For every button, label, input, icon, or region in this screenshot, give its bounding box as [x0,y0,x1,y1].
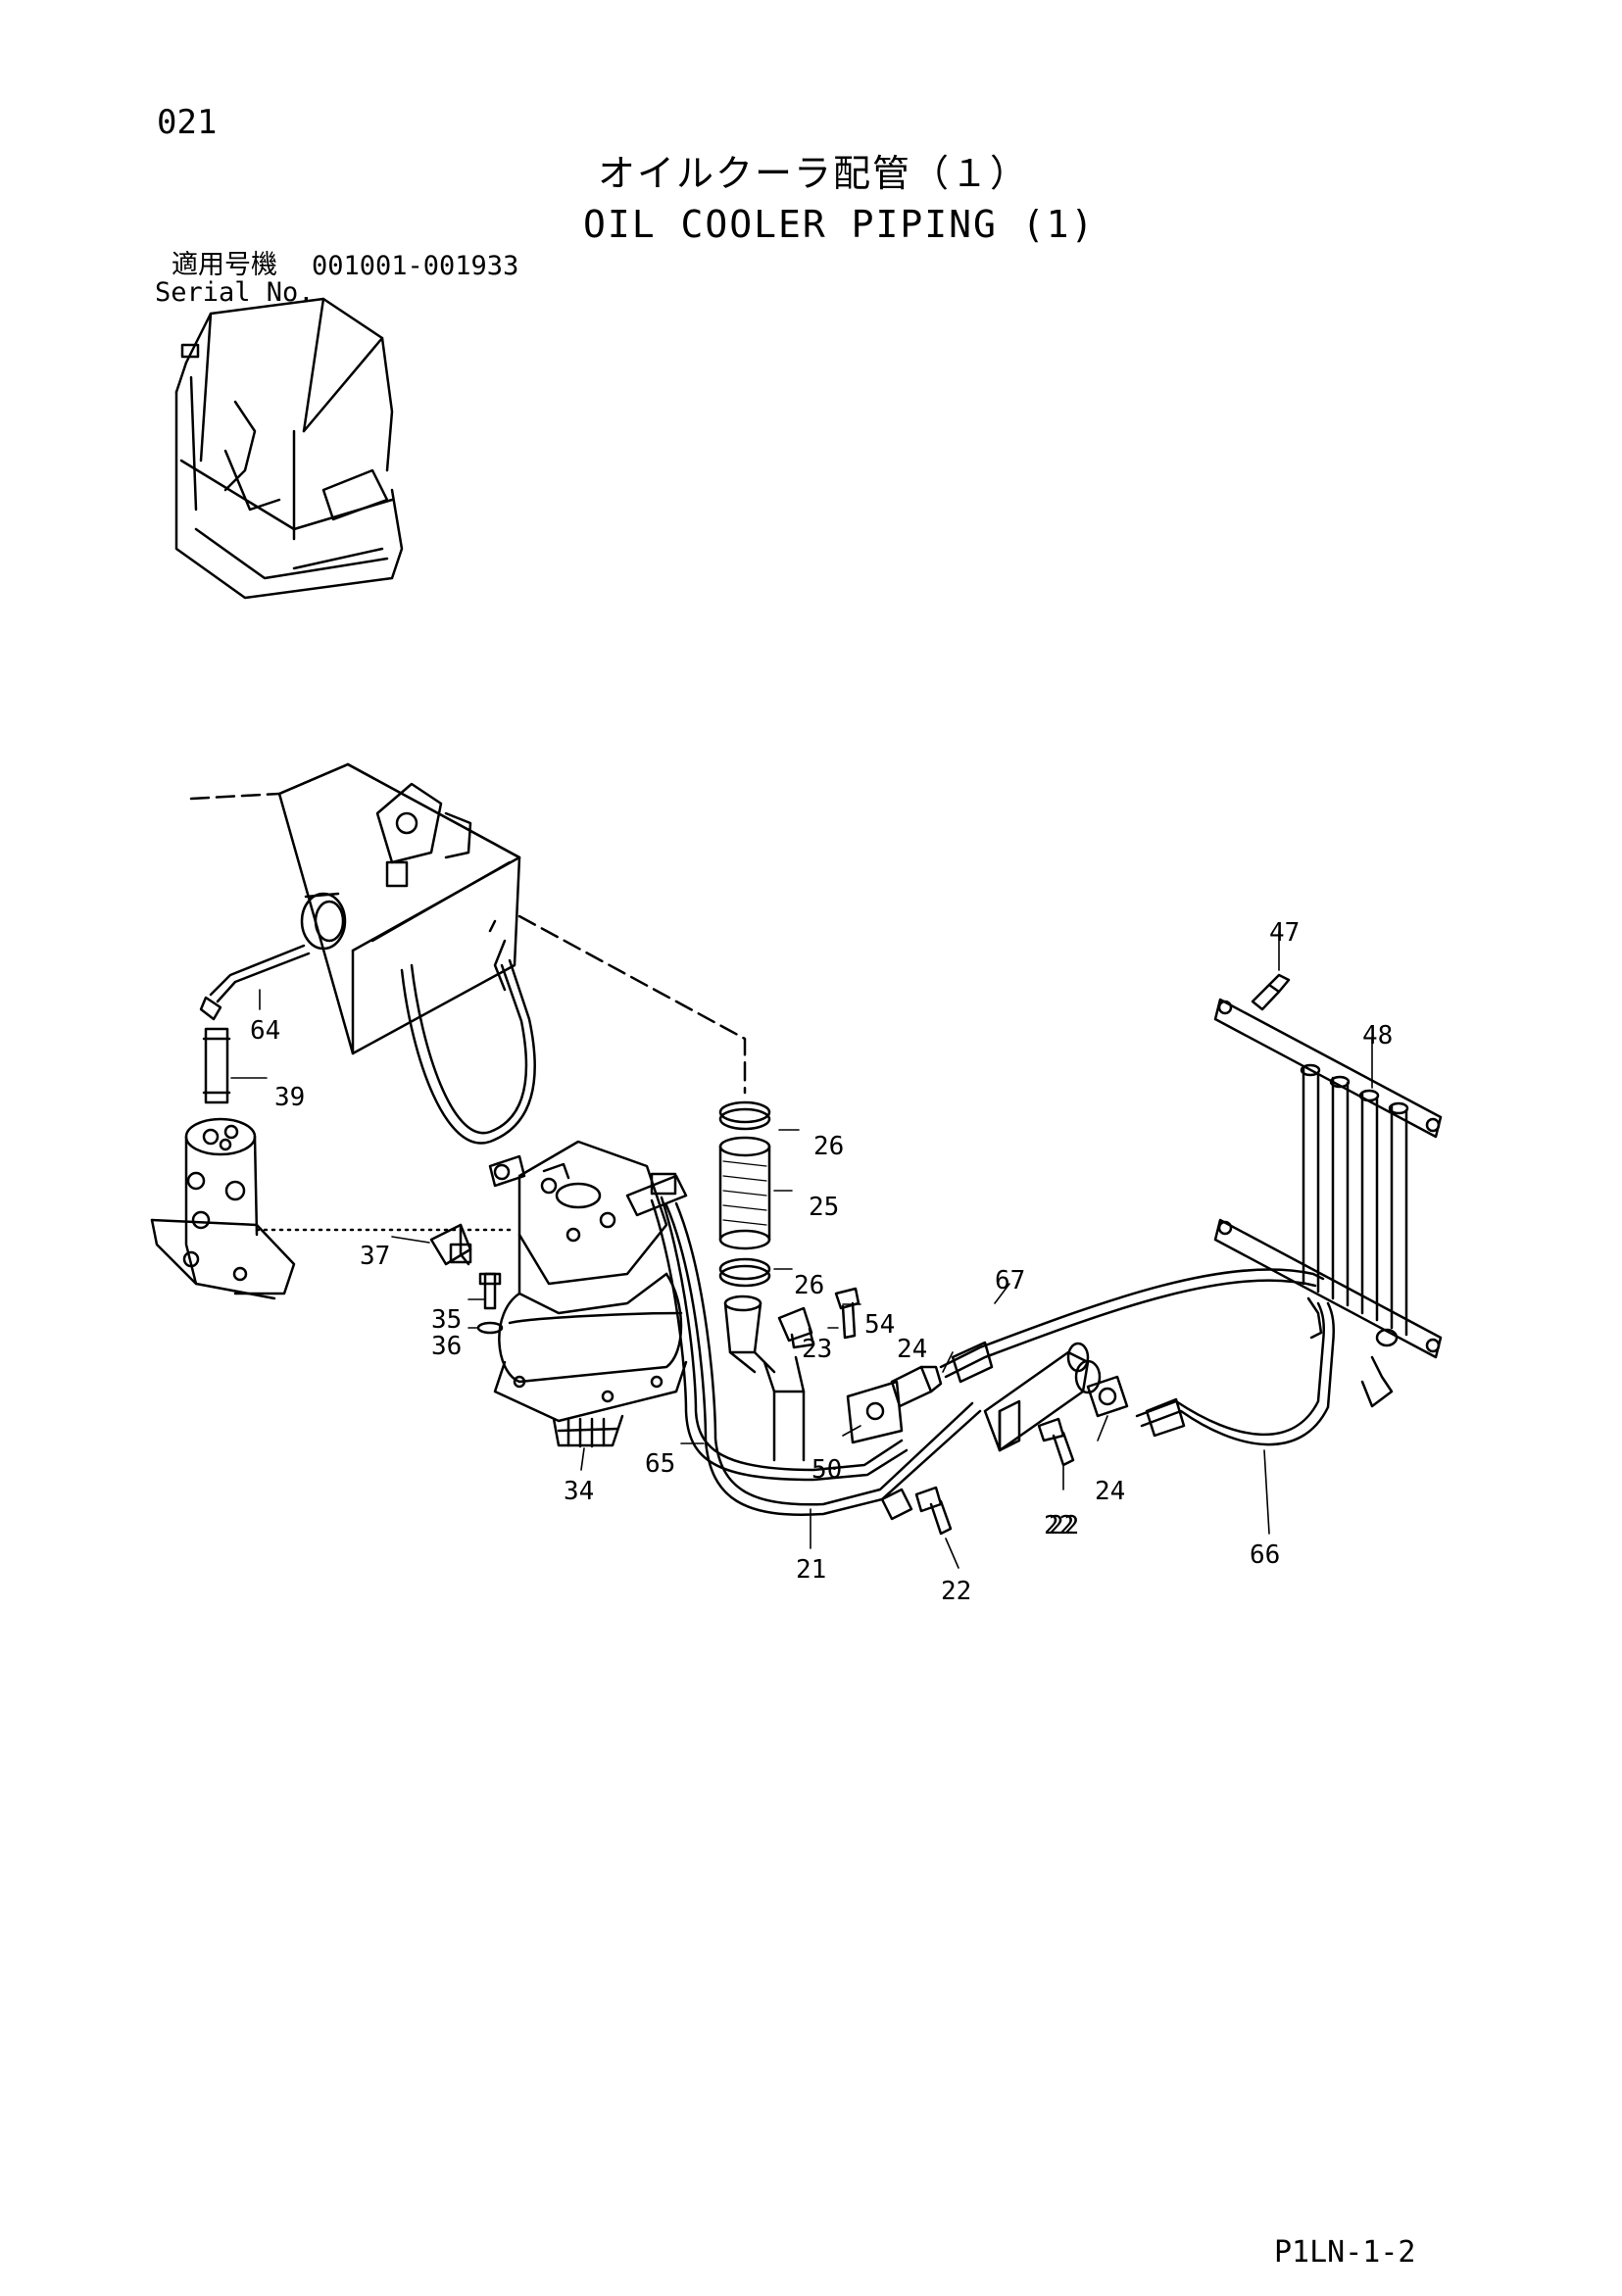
hose-66 [1135,1301,1336,1446]
callout-23: 23 [802,1335,832,1364]
hose-67 [939,1268,1325,1384]
callout-21: 21 [796,1555,826,1585]
part-37-elbow [429,1223,472,1266]
callout-36: 36 [431,1332,462,1361]
part-50-bracket [846,1380,904,1444]
callout-26: 26 [813,1132,844,1161]
swivel-joint [150,1117,296,1300]
callout-64: 64 [250,1016,280,1046]
part-24-adapter-left [890,1365,943,1408]
part-47-bolt [1251,973,1291,1011]
callout-25: 25 [809,1193,839,1222]
machine-overview-illustration [174,297,404,600]
callout-35: 35 [431,1305,462,1335]
hose-21 [664,1201,982,1516]
serial-range: 001001-001933 [312,251,519,281]
part-35-bolt [478,1272,502,1310]
leader-line [517,914,747,1095]
callout-22: 22 [1044,1511,1074,1540]
title-japanese: オイルクーラ配管（１） [598,152,1030,195]
oil-cooler [1213,998,1443,1408]
part-39-nipple [202,1027,231,1104]
page-number: 021 [157,103,218,142]
serial-label-english: Serial No. [155,277,315,308]
part-23-elbow [777,1306,815,1349]
callout-24: 24 [1095,1477,1125,1506]
part-25-hose [718,1136,771,1250]
part-26-clamp-top [718,1100,771,1131]
callout-22: 22 [1049,1511,1079,1540]
callout-26: 26 [794,1271,824,1300]
callout-66: 66 [1250,1540,1280,1570]
callout-54: 54 [864,1310,895,1340]
hydraulic-tank [277,762,521,1055]
leader-line [189,792,281,801]
part-22-bolt-a [1037,1417,1075,1467]
callout-65: 65 [645,1449,675,1479]
part-54-bolt [834,1287,860,1340]
hose-64 [199,944,311,1021]
callout-leaders [230,930,1373,1569]
callout-34: 34 [564,1477,594,1506]
part-22-bolt-b [914,1486,953,1536]
callout-24: 24 [897,1335,927,1364]
suction-pipe [723,1295,806,1462]
tank-return-hose [400,958,536,1145]
motor-inlet-fitting [488,1154,570,1188]
title-english: OIL COOLER PIPING (1) [583,203,1096,246]
hose-65 [650,1196,909,1482]
part-24-adapter-right [1086,1375,1129,1418]
callout-48: 48 [1362,1021,1393,1050]
callout-67: 67 [995,1266,1025,1295]
callout-22: 22 [941,1577,971,1606]
manifold-bracket [880,1399,1021,1521]
swing-motor [493,1140,688,1448]
callout-37: 37 [360,1242,390,1271]
serial-label-japanese: 適用号機 [172,250,277,280]
callout-50: 50 [811,1455,842,1485]
drawing-code: P1LN-1-2 [1274,2235,1416,2270]
callout-47: 47 [1269,918,1300,948]
callout-39: 39 [274,1083,305,1112]
part-26-clamp-bottom [718,1257,771,1288]
part-36-washer [476,1321,504,1335]
